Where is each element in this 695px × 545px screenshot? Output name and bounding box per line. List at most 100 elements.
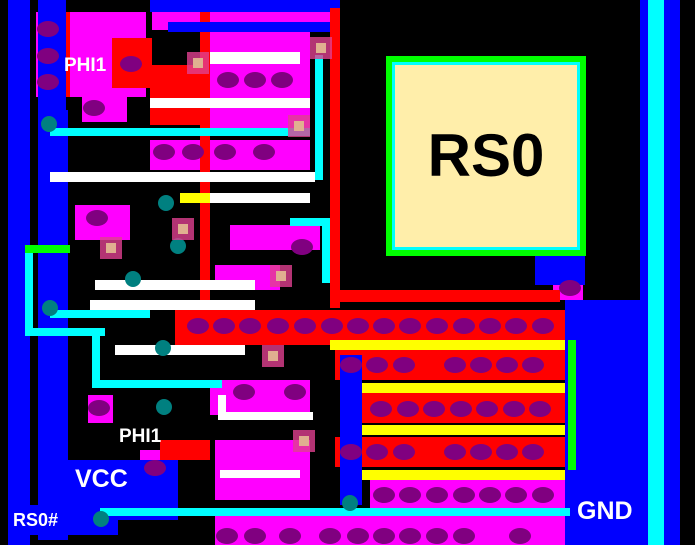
net-label-phi1: PHI1 bbox=[119, 426, 162, 447]
contact bbox=[423, 401, 445, 417]
contact bbox=[397, 401, 419, 417]
gate bbox=[330, 340, 570, 350]
contact bbox=[37, 21, 59, 37]
contact bbox=[453, 318, 475, 334]
contact bbox=[88, 400, 110, 416]
selected-wire bbox=[90, 300, 255, 310]
via bbox=[125, 271, 141, 287]
pad-label-rs0: RS0 bbox=[427, 122, 545, 189]
contact bbox=[284, 384, 306, 400]
via bbox=[342, 495, 358, 511]
contact bbox=[233, 384, 255, 400]
buried-contact-core bbox=[106, 243, 116, 253]
contact bbox=[426, 487, 448, 503]
via bbox=[155, 340, 171, 356]
selected-wire bbox=[95, 280, 255, 290]
contact bbox=[479, 487, 501, 503]
poly-line bbox=[200, 0, 210, 300]
selected-wire bbox=[50, 172, 315, 182]
poly-line bbox=[335, 290, 560, 302]
metal-strip bbox=[168, 22, 338, 32]
buried-contact-core bbox=[316, 43, 326, 53]
bond-pad[interactable] bbox=[386, 56, 586, 256]
contact bbox=[182, 144, 204, 160]
contact bbox=[340, 444, 362, 460]
contact bbox=[426, 318, 448, 334]
selected-wire bbox=[218, 395, 226, 420]
contact bbox=[239, 318, 261, 334]
contact bbox=[453, 487, 475, 503]
net-label-phi1: PHI1 bbox=[64, 55, 107, 76]
highlighted-metal bbox=[92, 380, 222, 388]
contact bbox=[366, 444, 388, 460]
contact bbox=[453, 528, 475, 544]
contact bbox=[244, 528, 266, 544]
highlighted-net-layer bbox=[25, 0, 664, 545]
highlighted-metal bbox=[25, 328, 105, 336]
contact bbox=[271, 72, 293, 88]
contact bbox=[120, 56, 142, 72]
gate bbox=[360, 470, 570, 480]
contact bbox=[426, 528, 448, 544]
buried-contact-core bbox=[178, 224, 188, 234]
metal-strip bbox=[150, 0, 340, 12]
poly-line bbox=[160, 440, 210, 460]
metal-layer bbox=[8, 0, 680, 545]
contact bbox=[291, 239, 313, 255]
highlighted-metal bbox=[50, 128, 310, 136]
buried-contact bbox=[568, 340, 576, 470]
contact-layer bbox=[37, 21, 581, 544]
contact bbox=[505, 318, 527, 334]
gate bbox=[360, 425, 570, 435]
contact bbox=[522, 444, 544, 460]
contact bbox=[37, 74, 59, 90]
highlighted-metal bbox=[290, 218, 330, 226]
highlighted-metal bbox=[322, 218, 330, 283]
contact bbox=[366, 357, 388, 373]
highlighted-metal bbox=[100, 508, 570, 516]
contact bbox=[279, 528, 301, 544]
contact bbox=[214, 144, 236, 160]
contact bbox=[373, 487, 395, 503]
poly-line-long bbox=[330, 8, 340, 308]
contact bbox=[393, 444, 415, 460]
contact bbox=[370, 401, 392, 417]
contact bbox=[450, 401, 472, 417]
buried-contact-core bbox=[193, 58, 203, 68]
contact bbox=[319, 528, 341, 544]
contact bbox=[37, 48, 59, 64]
via bbox=[93, 511, 109, 527]
pad-metal bbox=[395, 65, 577, 247]
highlighted-metal bbox=[50, 310, 150, 318]
contact bbox=[444, 444, 466, 460]
contact bbox=[399, 528, 421, 544]
selected-wire bbox=[220, 470, 300, 478]
contact bbox=[267, 318, 289, 334]
contact bbox=[470, 357, 492, 373]
gnd-rail-highlight bbox=[648, 0, 664, 545]
net-label-gnd: GND bbox=[577, 497, 633, 525]
contact bbox=[321, 318, 343, 334]
contact bbox=[505, 487, 527, 503]
metal-strip bbox=[340, 355, 362, 505]
selected-wire bbox=[115, 345, 245, 355]
contact bbox=[373, 528, 395, 544]
contact bbox=[503, 401, 525, 417]
via bbox=[41, 116, 57, 132]
buried-contact-core bbox=[294, 121, 304, 131]
contact bbox=[559, 280, 581, 296]
contact bbox=[217, 72, 239, 88]
contact bbox=[399, 487, 421, 503]
gnd-metal-block bbox=[565, 300, 645, 545]
net-label-vcc: VCC bbox=[75, 465, 128, 493]
selected-wire bbox=[150, 98, 310, 108]
contact bbox=[144, 460, 166, 476]
highlighted-metal bbox=[92, 328, 100, 388]
net-label-rs0-n: RS0# bbox=[13, 510, 59, 530]
gate bbox=[355, 383, 570, 393]
highlighted-metal bbox=[315, 55, 323, 180]
highlighted-metal bbox=[25, 245, 33, 330]
via bbox=[42, 300, 58, 316]
contact bbox=[509, 528, 531, 544]
